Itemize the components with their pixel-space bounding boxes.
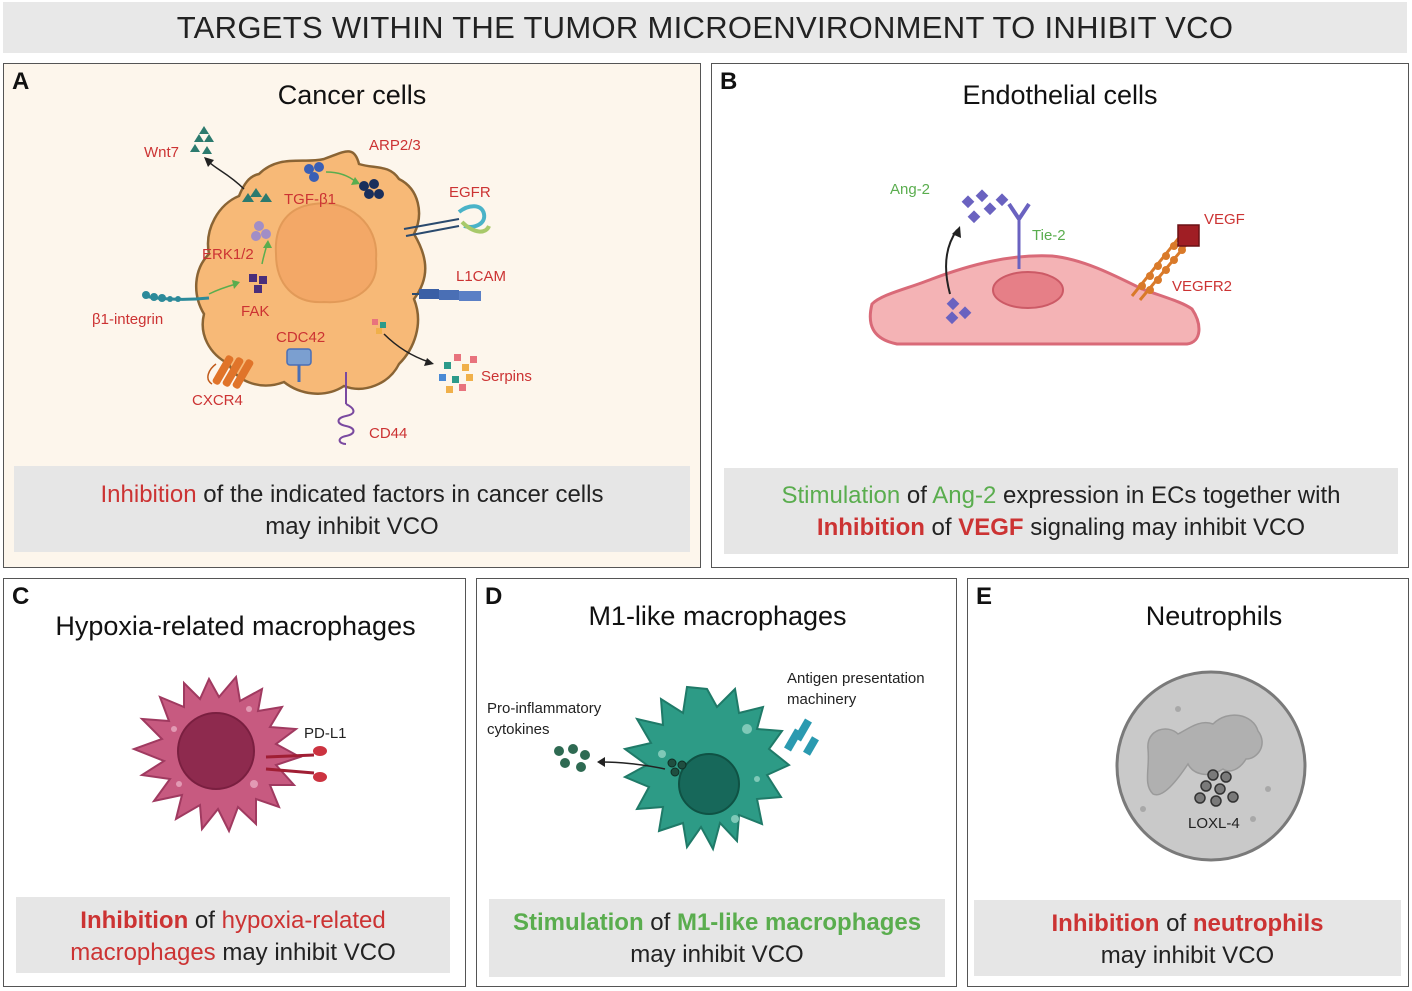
caption-b-stimulation: Stimulation [781,482,901,509]
label-cytokines-line2: cytokines [487,721,550,738]
panel-c-caption: Inhibition of hypoxia-related macrophage… [16,897,450,973]
panel-e-caption: Inhibition of neutrophils may inhibit VC… [974,900,1401,976]
panel-letter-d: D [485,583,503,610]
panel-b-title: Endothelial cells [962,80,1158,110]
endothelial-cell-diagram: Ang-2 Tie-2 VEGF VEGFR2 [868,181,1245,346]
caption-d-stimulation: Stimulation [512,909,644,936]
label-antigen-line1: Antigen presentation [787,670,925,687]
antigen-presentation-icon [784,718,819,756]
caption-c-target1: hypoxia-related [221,907,386,934]
label-wnt7: Wnt7 [144,144,179,161]
label-b1integrin: β1-integrin [92,311,163,328]
caption-d-of: of [643,909,677,936]
caption-a-inhibition: Inhibition [100,481,197,508]
caption-e-line2: may inhibit VCO [1100,942,1275,969]
panel-letter-a: A [12,68,30,95]
panel-letter-e: E [976,583,993,610]
label-loxl4: LOXL-4 [1188,815,1240,832]
caption-e-target: neutrophils [1192,910,1324,937]
neutrophil-diagram: LOXL-4 [1115,670,1307,862]
panel-letter-c: C [12,583,30,610]
caption-c-target2: macrophages [70,939,216,966]
panel-a-caption: Inhibition of the indicated factors in c… [14,466,690,552]
label-erk12: ERK1/2 [202,246,254,263]
label-cd44: CD44 [369,425,407,442]
caption-b-rest2: signaling may inhibit VCO [1023,514,1306,541]
panel-b-caption: Stimulation of Ang-2 expression in ECs t… [724,468,1398,554]
caption-b-of1: of [900,482,933,509]
label-egfr: EGFR [449,184,491,201]
panel-a-cancer-cells: A Cancer cells [3,63,701,568]
caption-d-line2: may inhibit VCO [630,941,804,968]
panel-c-hypoxia-macrophages: C Hypoxia-related macrophages PD-L1 Inhi… [3,578,466,987]
label-tie2: Tie-2 [1032,227,1066,244]
caption-b-inhibition: Inhibition [816,514,925,541]
m1-macrophage-nucleus [678,753,740,815]
hypoxia-macrophage-diagram: PD-L1 [131,674,347,834]
label-cdc42: CDC42 [276,329,325,346]
panel-e-neutrophils: E Neutrophils LOXL-4 Inhibition of neutr… [967,578,1409,987]
title-bar: TARGETS WITHIN THE TUMOR MICROENVIRONMEN… [3,2,1407,53]
caption-a-rest1: of the indicated factors in cancer cells [196,481,604,508]
label-serpins: Serpins [481,368,532,385]
caption-c-inhibition: Inhibition [80,907,189,934]
caption-b-ang2: Ang-2 [932,482,997,509]
label-l1cam: L1CAM [456,268,506,285]
caption-a-line2: may inhibit VCO [265,513,439,540]
label-pdl1: PD-L1 [304,725,347,742]
panel-b-endothelial-cells: B Endothelial cells [711,63,1409,568]
label-ang2: Ang-2 [890,181,930,198]
figure-title: TARGETS WITHIN THE TUMOR MICROENVIRONMEN… [176,10,1234,45]
label-vegfr2: VEGFR2 [1172,278,1232,295]
cancer-cell-nucleus [274,202,378,304]
caption-d-target: M1-like macrophages [676,909,922,936]
vegfr2-receptor-icon [1130,233,1192,301]
label-cxcr4: CXCR4 [192,392,243,409]
neutrophil-nucleus [1146,714,1263,796]
panel-d-title: M1-like macrophages [588,601,847,631]
panel-letter-b: B [720,68,738,95]
caption-b-vegf: VEGF [958,514,1024,541]
caption-b-of2: of [924,514,959,541]
m1-macrophage-diagram: Pro-inflammatory cytokines Antigen prese… [487,670,925,852]
pdl1-receptor-icon [265,746,327,782]
panel-c-title: Hypoxia-related macrophages [55,611,416,641]
panel-a-title: Cancer cells [277,80,427,110]
panel-d-m1-macrophages: D M1-like macrophages Pro-inflammatory c… [476,578,957,987]
label-vegf: VEGF [1204,211,1245,228]
panel-e-title: Neutrophils [1145,601,1283,631]
panel-d-caption: Stimulation of M1-like macrophages may i… [489,899,945,977]
cxcr4-receptor-icon [207,355,254,389]
label-antigen-line2: machinery [787,691,857,708]
caption-b-rest1: expression in ECs together with [996,482,1341,509]
label-tgfb1: TGF-β1 [284,191,336,208]
label-cytokines-line1: Pro-inflammatory [487,700,602,717]
hypoxia-macrophage-nucleus [177,712,255,790]
caption-c-rest: may inhibit VCO [215,939,396,966]
endothelial-cell-nucleus [992,271,1064,309]
vegf-ligand-icon [1177,224,1200,247]
cancer-cell-diagram: Wnt7 TGF-β1 ARP2/3 EGFR ERK1/2 L1CAM β1-… [92,126,532,445]
caption-e-inhibition: Inhibition [1051,910,1160,937]
caption-e-of: of [1159,910,1193,937]
label-fak: FAK [241,303,269,320]
label-arp23: ARP2/3 [369,137,421,154]
caption-c-of: of [188,907,222,934]
